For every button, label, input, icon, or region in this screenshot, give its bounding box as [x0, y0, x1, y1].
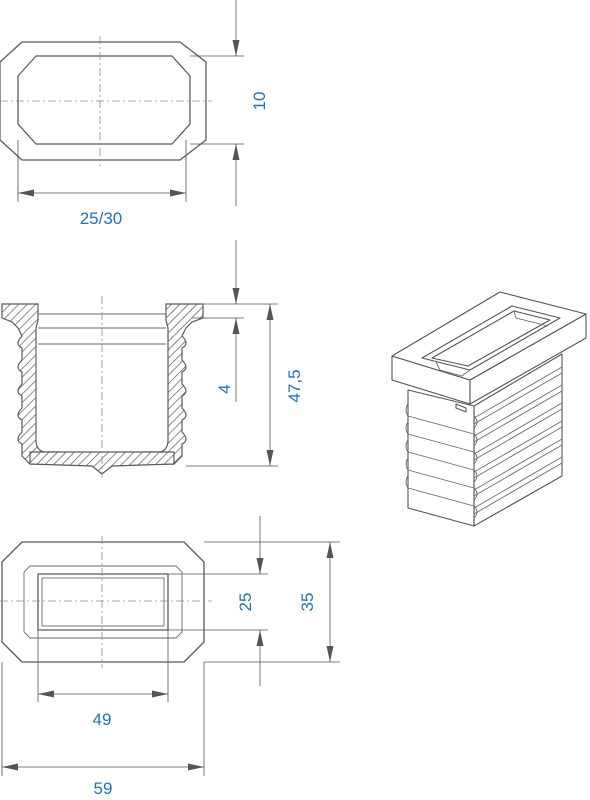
- iso-ribs-left: [405, 403, 478, 519]
- bottom-inner-width-dimension: 49: [37, 630, 169, 729]
- iso-opening: [431, 310, 551, 367]
- bottom-view-outer-outline: [1, 541, 205, 663]
- iso-body-left-face: [407, 389, 475, 527]
- bottom-outer-width-dimension: 59: [1, 662, 205, 798]
- section-height-dimension: 47,5: [186, 303, 304, 467]
- top-height-label: 10: [250, 92, 269, 111]
- top-view-outer-outline: [0, 41, 207, 161]
- bottom-inner-width-label: 49: [93, 710, 112, 729]
- bottom-outer-height-label: 35: [298, 593, 317, 612]
- top-height-dimension: 10: [190, 0, 269, 206]
- section-lip-dimension: 4: [192, 240, 244, 402]
- top-view-inner-outline: [17, 55, 191, 145]
- section-lip-label: 4: [215, 384, 234, 393]
- bottom-inner-height-label: 25: [236, 593, 255, 612]
- iso-ribs-right: [473, 366, 563, 515]
- bottom-view-opening: [37, 573, 169, 631]
- top-width-label: 25/30: [80, 209, 123, 228]
- bottom-outer-width-label: 59: [94, 779, 113, 798]
- isometric-view: [391, 291, 587, 527]
- section-height-label: 47,5: [285, 369, 304, 402]
- bottom-outer-height-dimension: 35: [204, 541, 340, 663]
- bottom-view-inner-ring: [23, 565, 183, 639]
- bottom-inner-height-dimension: 25: [168, 516, 268, 686]
- bottom-view: [0, 536, 212, 668]
- top-width-dimension: 25/30: [17, 140, 187, 228]
- top-view: [0, 36, 212, 166]
- section-view: [1, 296, 204, 478]
